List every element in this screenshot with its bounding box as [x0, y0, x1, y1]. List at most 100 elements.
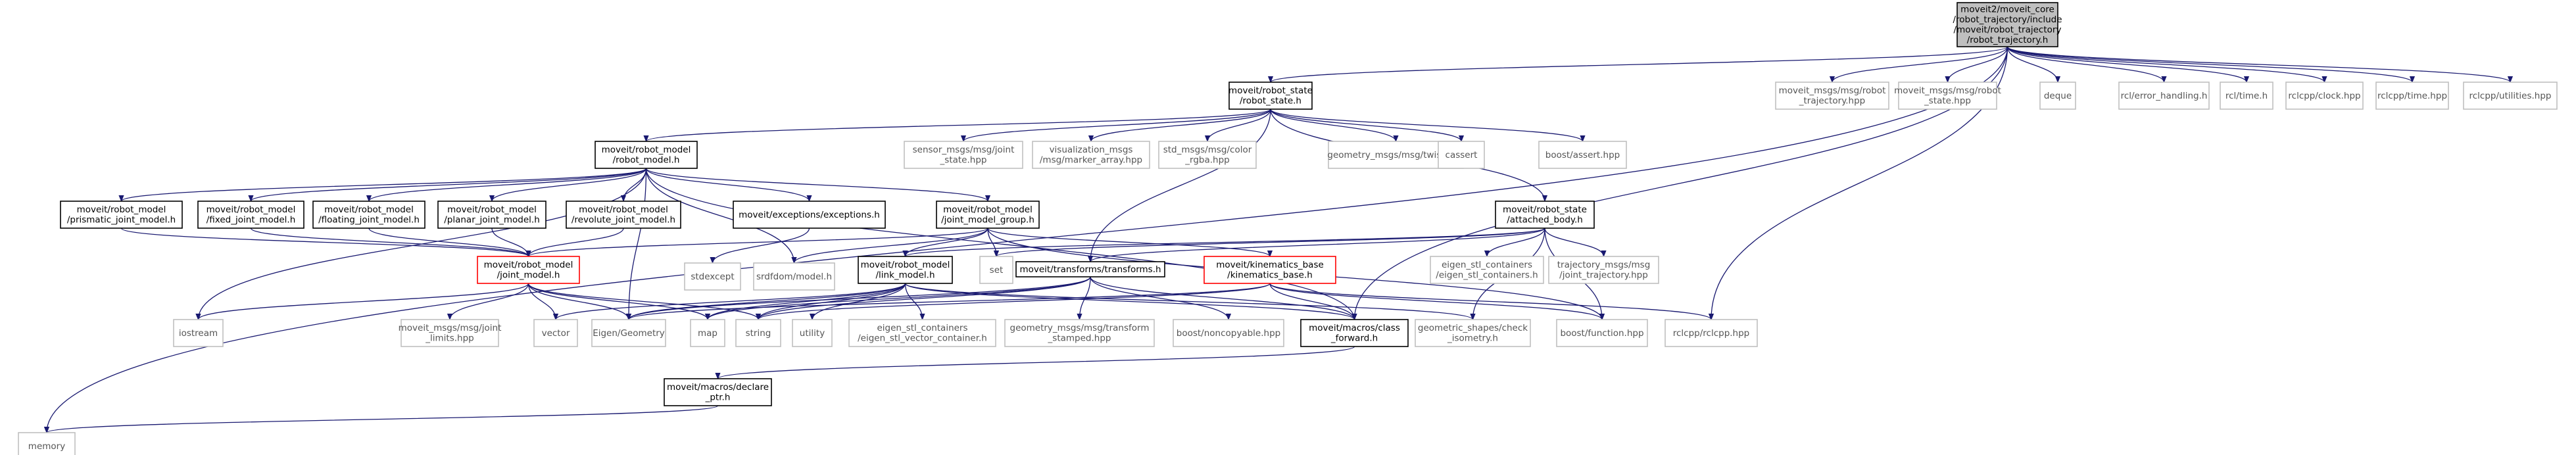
node-label-line: moveit/robot_model	[579, 204, 668, 215]
edge-attached-body-to-traj-msgs	[1544, 228, 1604, 257]
node-label-line: moveit/robot_model	[77, 204, 166, 215]
node-iostream: iostream	[173, 319, 224, 347]
node-floating[interactable]: moveit/robot_model/floating_joint_model.…	[312, 201, 425, 229]
node-label-line: trajectory_msgs/msg	[1557, 260, 1651, 270]
node-box	[2039, 82, 2076, 110]
node-joint-model[interactable]: moveit/robot_model/joint_model.h	[477, 256, 580, 284]
node-box	[904, 141, 1023, 169]
node-label-line: geometric_shapes/check	[1418, 323, 1528, 333]
edge-transforms-to-map	[708, 276, 1091, 320]
node-box	[1548, 256, 1659, 284]
node-box	[1203, 256, 1336, 284]
edge-transforms-to-eigen-geom	[629, 276, 1091, 320]
edge-robot-model-to-class-fwd	[645, 168, 1355, 320]
node-label-line: /robot_trajectory.h	[1967, 35, 2049, 45]
node-fixed[interactable]: moveit/robot_model/fixed_joint_model.h	[197, 201, 304, 229]
edge-root-to-moveit-msgs-state	[1948, 46, 2008, 83]
node-jl-msgs: moveit_msgs/msg/joint_limits.hpp	[399, 319, 501, 347]
node-label-line: cassert	[1446, 150, 1478, 160]
node-box	[664, 378, 772, 406]
edge-transforms-to-boost-nc	[1090, 276, 1228, 320]
node-label-line: /fixed_joint_model.h	[207, 215, 296, 226]
node-prismatic[interactable]: moveit/robot_model/prismatic_joint_model…	[60, 201, 183, 229]
node-map: map	[690, 319, 725, 347]
edge-kinematics-to-rclcpp	[1269, 283, 1711, 320]
node-exceptions[interactable]: moveit/exceptions/exceptions.h	[733, 201, 886, 229]
node-label-line: geometry_msgs/msg/twist.hpp	[1327, 150, 1464, 160]
node-transforms[interactable]: moveit/transforms/transforms.h	[1015, 261, 1165, 277]
node-label-line: boost/assert.hpp	[1545, 150, 1620, 160]
node-robot-model[interactable]: moveit/robot_model/robot_model.h	[595, 141, 698, 169]
node-box	[753, 262, 835, 291]
node-geom-tf: geometry_msgs/msg/transform_stamped.hpp	[1004, 319, 1155, 347]
node-rclcpp: rclcpp/rclcpp.hpp	[1665, 319, 1758, 347]
edge-floating-to-joint-model	[368, 228, 529, 257]
node-label-line: eigen_stl_containers	[877, 323, 967, 333]
node-box	[1032, 141, 1150, 169]
node-link-model[interactable]: moveit/robot_model/link_model.h	[858, 256, 953, 284]
node-jmg[interactable]: moveit/robot_model/joint_model_group.h	[936, 201, 1040, 229]
edge-robot-model-to-eigen-geom	[629, 168, 647, 320]
edge-attached-body-to-set	[996, 228, 1545, 257]
node-label-line: /robot_model.h	[613, 155, 680, 166]
node-box	[2285, 82, 2364, 110]
edge-robot-state-to-geom-twist	[1270, 108, 1396, 142]
edge-root-to-deque	[2006, 46, 2058, 83]
node-label-line: _state.hpp	[1924, 96, 1971, 107]
node-box	[312, 201, 425, 229]
nodes-layer: moveit2/moveit_core/robot_trajectory/inc…	[18, 2, 2558, 455]
edge-fixed-to-joint-model	[250, 228, 529, 257]
node-attached-body[interactable]: moveit/robot_state/attached_body.h	[1495, 201, 1595, 229]
node-box	[1173, 319, 1284, 347]
node-label-line: moveit/robot_model	[484, 260, 573, 270]
edge-robot-state-to-transforms	[1090, 108, 1271, 262]
node-rclcpp-utilities: rclcpp/utilities.hpp	[2463, 82, 2558, 110]
node-box	[591, 319, 666, 347]
node-class-fwd[interactable]: moveit/macros/class_forward.h	[1300, 319, 1409, 347]
node-label-line: moveit/kinematics_base	[1216, 260, 1324, 270]
node-label-line: visualization_msgs	[1050, 145, 1133, 155]
node-planar[interactable]: moveit/robot_model/planar_joint_model.h	[437, 201, 547, 229]
node-label-line: _limits.hpp	[425, 333, 474, 344]
edge-jmg-to-link-model	[906, 228, 988, 257]
node-label-line: /joint_model_group.h	[941, 215, 1034, 226]
node-label-line: set	[990, 265, 1004, 275]
node-box	[1495, 201, 1595, 229]
node-std-msgs-color: std_msgs/msg/color_rgba.hpp	[1158, 141, 1257, 169]
edge-robot-model-to-srdfdom	[645, 168, 794, 263]
node-box	[2463, 82, 2558, 110]
edge-link-model-to-vector	[556, 283, 906, 320]
node-box	[684, 262, 741, 291]
node-box	[477, 256, 580, 284]
node-box	[1415, 319, 1531, 347]
node-vector: vector	[533, 319, 578, 347]
node-label-line: /attached_body.h	[1507, 215, 1583, 226]
edge-robot-model-to-fixed	[251, 168, 647, 202]
node-declare-ptr[interactable]: moveit/macros/declare_ptr.h	[664, 378, 772, 406]
node-label-line: geometry_msgs/msg/transform	[1010, 323, 1150, 333]
node-box	[2220, 82, 2273, 110]
edge-root-to-rclcpp-time	[2006, 46, 2413, 83]
node-label-line: _trajectory.hpp	[1799, 96, 1866, 107]
node-box	[1898, 82, 1997, 110]
node-label-line: memory	[28, 441, 65, 452]
edge-root-to-moveit-msgs-traj	[1832, 46, 2008, 83]
node-label-line: eigen_stl_containers	[1442, 260, 1532, 270]
node-box	[1956, 2, 2058, 47]
edge-attached-body-to-eigen-containers-ab	[1487, 228, 1545, 257]
node-box	[401, 319, 499, 347]
edge-jmg-to-srdfdom	[794, 228, 988, 264]
node-revolute[interactable]: moveit/robot_model/revolute_joint_model.…	[566, 201, 681, 229]
node-eigen-geom: Eigen/Geometry	[591, 319, 666, 347]
edge-jmg-to-kinematics	[987, 228, 1270, 257]
node-label-line: _ptr.h	[705, 393, 731, 403]
node-geo-shapes: geometric_shapes/check_isometry.h	[1415, 319, 1531, 347]
node-rcl-time: rcl/time.h	[2220, 82, 2273, 110]
node-robot-state[interactable]: moveit/robot_state/robot_state.h	[1228, 82, 1313, 110]
edge-root-to-memory	[47, 46, 2008, 433]
node-kinematics[interactable]: moveit/kinematics_base/kinematics_base.h	[1203, 256, 1336, 284]
node-root[interactable]: moveit2/moveit_core/robot_trajectory/inc…	[1953, 2, 2062, 47]
node-memory: memory	[18, 432, 76, 455]
edge-root-to-rclcpp-utilities	[2006, 46, 2511, 83]
edge-link-model-to-map	[708, 283, 906, 320]
